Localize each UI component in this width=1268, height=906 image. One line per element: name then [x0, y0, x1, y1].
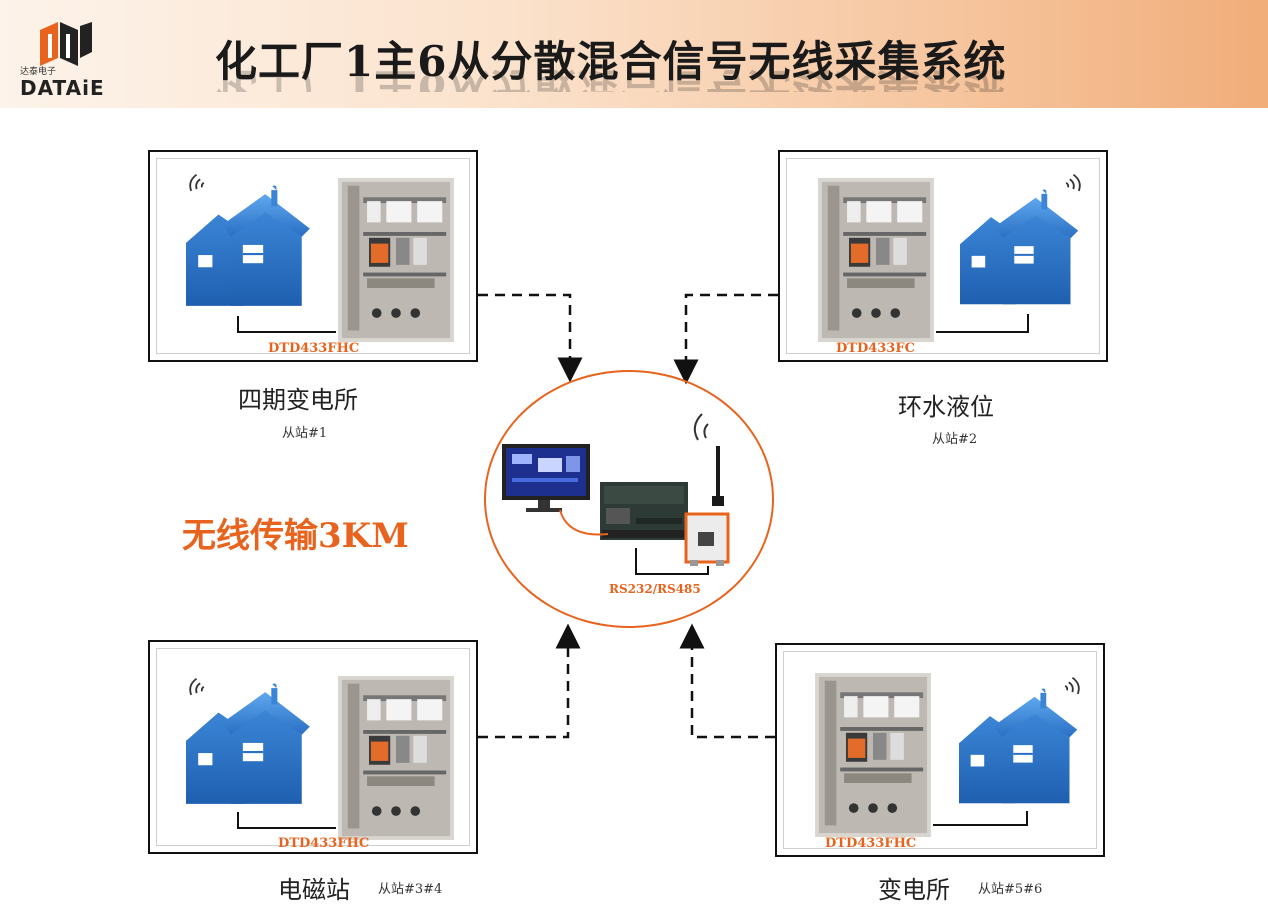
station-name: 环水液位 [898, 393, 994, 421]
wireless-range-label: 无线传输3KM [182, 516, 409, 556]
cabinet-link-line [933, 811, 1028, 826]
station-name: 变电所 [878, 876, 950, 904]
station-name: 电磁站 [278, 876, 350, 904]
station-number: 从站#2 [932, 432, 978, 447]
cabinet-link-line [237, 812, 336, 829]
link-station-1 [478, 293, 583, 383]
station-number: 从站#1 [282, 426, 328, 441]
monitor-icon [502, 444, 590, 512]
station-number: 从站#5#6 [978, 882, 1043, 897]
station-card-frame [786, 158, 1100, 354]
cabinet-link-line [936, 314, 1029, 333]
dataie-logo-icon [40, 22, 92, 66]
logo-english-name: DATAiE [20, 76, 105, 100]
monitor-plc-cable [559, 509, 609, 536]
radio-module-icon [684, 446, 730, 566]
station-model-label: DTD433FHC [825, 836, 917, 851]
station-card-frame [156, 158, 470, 354]
cabinet-link-line [237, 316, 336, 333]
link-station-3 [478, 623, 581, 739]
station-card-frame [783, 651, 1097, 849]
station-card-4: DTD433FHC [775, 643, 1105, 857]
page-title: 化工厂1主6从分散混合信号无线采集系统 [215, 37, 1007, 86]
station-card-frame [156, 648, 470, 846]
plc-icon [600, 482, 688, 540]
logo-chinese-name: 达泰电子 [20, 67, 57, 77]
master-station-circle [484, 370, 774, 628]
station-card-1: DTD433FHC [148, 150, 478, 362]
station-card-2: DTD433FC [778, 150, 1108, 362]
station-model-label: DTD433FHC [268, 341, 360, 356]
station-model-label: DTD433FC [836, 341, 915, 356]
master-station-equipment [502, 413, 730, 575]
header-banner: 达泰电子 DATAiE 化工厂1主6从分散混合信号无线采集系统 化工厂1主6从分… [0, 0, 1268, 108]
rs-cable [635, 548, 709, 575]
antenna-signal-icon [693, 413, 709, 441]
station-number: 从站#3#4 [378, 882, 443, 897]
station-name: 四期变电所 [238, 386, 358, 414]
link-station-4 [679, 623, 775, 739]
station-card-3: DTD433FHC [148, 640, 478, 854]
link-station-2 [673, 293, 778, 385]
interface-label: RS232/RS485 [609, 582, 701, 596]
station-model-label: DTD433FHC [278, 836, 370, 851]
